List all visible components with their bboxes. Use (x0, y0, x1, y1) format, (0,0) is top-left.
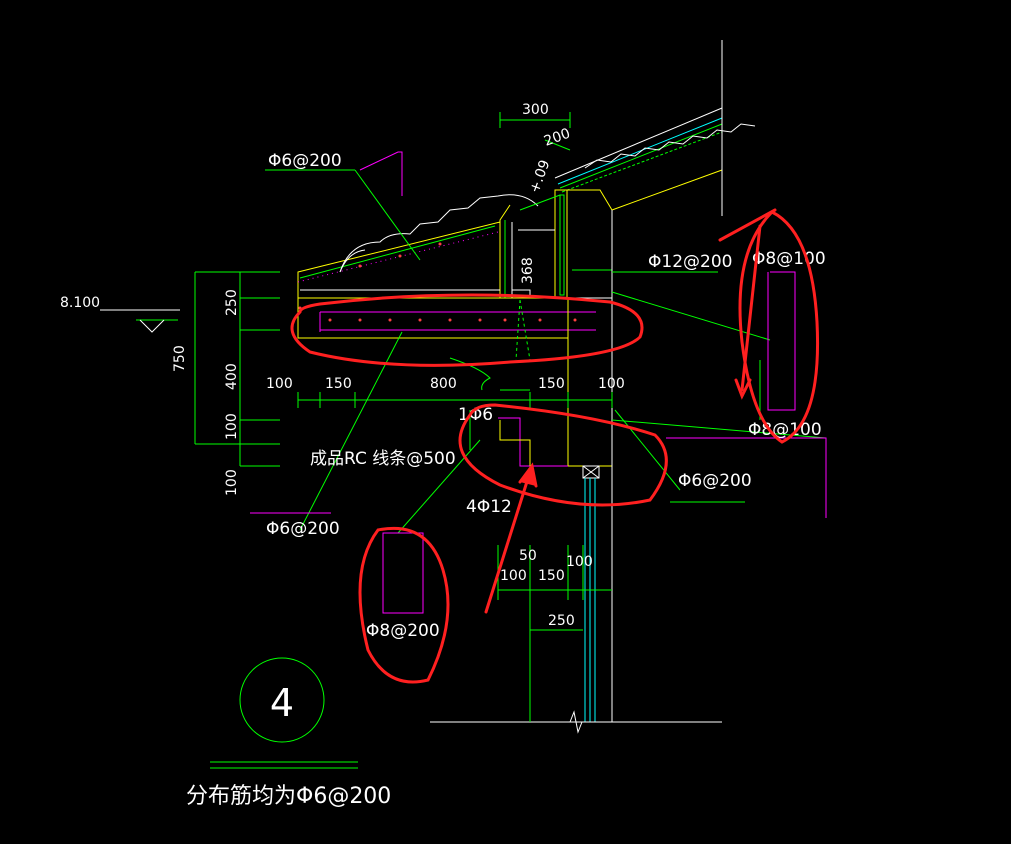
label-product: 成品RC 线条@500 (310, 449, 456, 469)
dim-300: 300 (522, 102, 549, 118)
dim-100-c: 100 (266, 376, 293, 392)
dim-368: 368 (520, 257, 536, 284)
dimension-lines (100, 112, 613, 722)
dim-150-b: 150 (538, 376, 565, 392)
markup-arrow-main-head (518, 462, 538, 488)
dimension-texts: 300 200 +.09 368 250 750 400 100 100 100… (60, 102, 625, 629)
markup-arrow-main-shaft (484, 470, 532, 614)
label-beam-right-rebar: Φ6@200 (678, 471, 752, 491)
label-main-bars: 4Φ12 (466, 497, 512, 517)
label-roof-rebar: Φ6@200 (268, 151, 342, 171)
rebar-labels: Φ6@200 Φ12@200 Φ8@100 Φ8@100 1Φ6 Φ6@200 … (266, 151, 826, 641)
dim-750: 750 (172, 345, 188, 372)
dim-100-e: 100 (500, 568, 527, 584)
markup-arrow-right-top (718, 208, 777, 242)
label-side-rebar-top: Φ8@100 (752, 249, 826, 269)
slab-beam (297, 210, 722, 734)
right-roof-slope (554, 40, 756, 216)
dim-150-c: 150 (538, 568, 565, 584)
note-text: 分布筋均为Φ6@200 (186, 784, 391, 809)
markup-arrow-right-shaft (740, 224, 762, 392)
label-small-rebar: Φ8@200 (366, 621, 440, 641)
label-bottom-rebar: Φ6@200 (266, 519, 340, 539)
markup-left-rebar-ellipse (358, 526, 450, 684)
markup-beam-ellipse (458, 403, 668, 507)
red-markups (290, 208, 820, 684)
dim-100-b: 100 (224, 469, 240, 496)
label-wall-rebar: Φ12@200 (648, 252, 732, 272)
level-mark: 8.100 (60, 295, 100, 311)
dim-100-a: 100 (224, 413, 240, 440)
label-side-rebar-bottom: Φ8@100 (748, 420, 822, 440)
dim-150-a: 150 (325, 376, 352, 392)
dim-50: 50 (519, 548, 537, 564)
left-roof (297, 194, 539, 299)
markup-right-rebar-ellipse (738, 210, 820, 444)
markup-arrow-right-head (734, 378, 752, 400)
dim-100-f: 100 (566, 554, 593, 570)
markup-slab-ellipse (290, 293, 644, 367)
dim-250: 250 (224, 289, 240, 316)
note-block: 分布筋均为Φ6@200 (186, 761, 391, 809)
dim-800: 800 (430, 376, 457, 392)
detail-marker: 4 (239, 657, 325, 743)
dim-100-d: 100 (598, 376, 625, 392)
dim-400: 400 (224, 363, 240, 390)
detail-number: 4 (270, 681, 294, 725)
dim-250-b: 250 (548, 613, 575, 629)
